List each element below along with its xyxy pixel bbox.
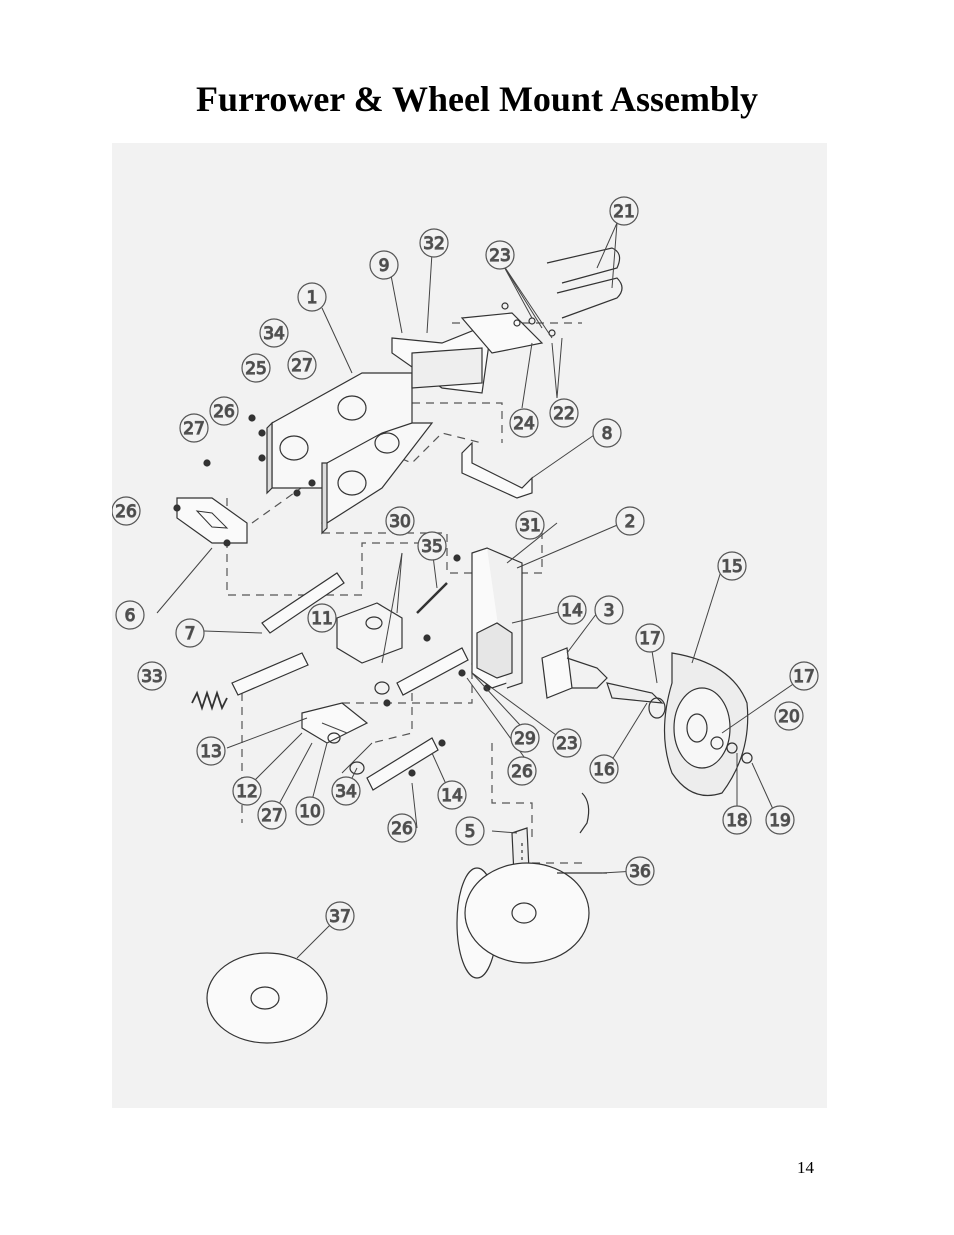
callout-21: 21: [613, 202, 635, 222]
callout-16: 16: [593, 760, 615, 780]
callout-10: 10: [299, 802, 321, 822]
callout-26-upper: 26: [213, 402, 235, 422]
callout-14: 14: [561, 601, 583, 621]
callout-7: 7: [185, 624, 196, 644]
callout-20: 20: [778, 707, 800, 727]
callout-31: 31: [519, 516, 541, 536]
callout-15: 15: [721, 557, 743, 577]
callout-14-lower: 14: [441, 786, 463, 806]
callout-12: 12: [236, 782, 258, 802]
callout-18: 18: [726, 811, 748, 831]
callout-6: 6: [125, 606, 136, 626]
callout-33: 33: [141, 667, 163, 687]
callout-23-lower: 23: [556, 734, 578, 754]
callout-26-mid: 26: [511, 762, 533, 782]
callout-8: 8: [602, 424, 613, 444]
callout-30: 30: [389, 512, 411, 532]
callout-27-upper: 27: [291, 356, 313, 376]
callout-19: 19: [769, 811, 791, 831]
callout-25: 25: [245, 359, 267, 379]
callout-11: 11: [311, 609, 333, 629]
callout-26-left: 26: [115, 502, 137, 522]
callout-17-right: 17: [793, 667, 815, 687]
diagram-canvas: 1 2 3 5 6 7 8 9 10 11 12 13 14 14 15 16 …: [112, 196, 819, 1044]
callout-22: 22: [553, 404, 575, 424]
callout-5: 5: [465, 822, 476, 842]
callout-23: 23: [489, 246, 511, 266]
callout-36: 36: [629, 862, 651, 882]
page-number: 14: [797, 1158, 814, 1177]
callout-29: 29: [514, 729, 536, 749]
callout-17: 17: [639, 629, 661, 649]
exploded-assembly-diagram: 1 2 3 5 6 7 8 9 10 11 12 13 14 14 15 16 …: [112, 143, 827, 1108]
callout-26-lower: 26: [391, 819, 413, 839]
callout-1: 1: [307, 288, 318, 308]
callout-24: 24: [513, 414, 535, 434]
callout-35: 35: [421, 537, 443, 557]
callout-32: 32: [423, 234, 445, 254]
page-title: Furrower & Wheel Mount Assembly: [196, 79, 758, 119]
callout-13: 13: [200, 742, 222, 762]
callout-34-upper: 34: [263, 324, 285, 344]
callout-3: 3: [604, 601, 615, 621]
callout-37: 37: [329, 907, 351, 927]
callout-9: 9: [379, 256, 390, 276]
callout-2: 2: [625, 512, 636, 532]
callout-34-lower: 34: [335, 782, 357, 802]
callout-27-left: 27: [183, 419, 205, 439]
callout-labels: 1 2 3 5 6 7 8 9 10 11 12 13 14 14 15 16 …: [112, 196, 819, 931]
callout-27-lower: 27: [261, 806, 283, 826]
